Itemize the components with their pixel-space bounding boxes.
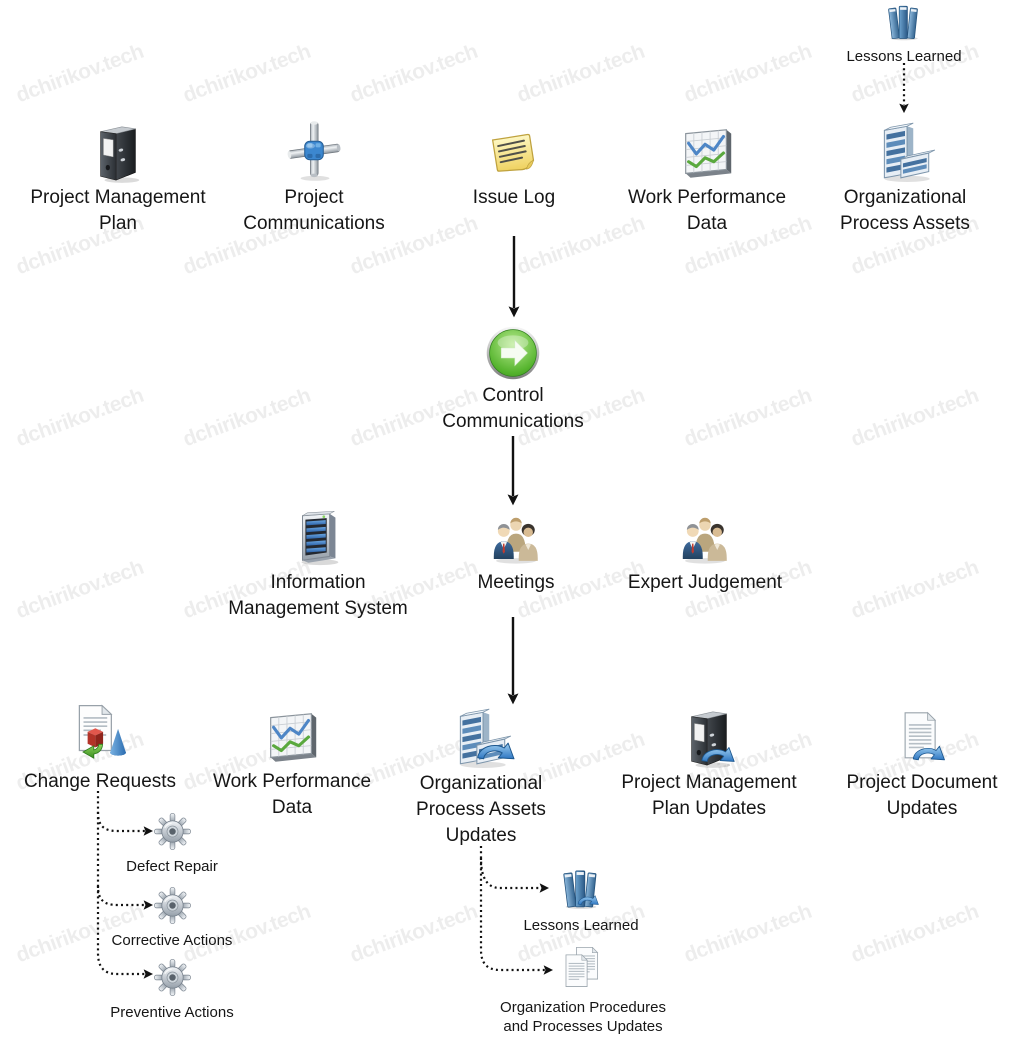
node-change-requests: Change Requests [0,701,210,795]
gear-icon [153,886,191,925]
watermark-text: dchirikov.tech [513,39,648,108]
node-label: Lessons Learned [523,917,639,934]
document-update-icon [891,709,953,769]
books-icon [888,5,919,41]
watermark-text: dchirikov.tech [847,899,982,968]
watermark-text: dchirikov.tech [346,39,481,108]
node-information-management-system: Information Management System [203,505,433,622]
node-label: Work Performance Data [212,771,372,818]
note-icon [491,133,536,175]
node-label: Information Management System [228,572,408,619]
node-label: Organization Procedures and Processes Up… [500,999,666,1035]
node-control-communications: Control Communications [413,322,613,435]
node-project-communications: Project Communications [214,117,414,237]
node-label: Defect Repair [126,858,218,875]
people-group-icon [493,517,538,564]
node-organizational-process-assets-updates: Organizational Process Assets Updates [386,704,576,849]
node-label: Project Management Plan Updates [621,772,797,819]
watermark-text: dchirikov.tech [12,39,147,108]
watermark-text: dchirikov.tech [179,383,314,452]
node-label: Project Management Plan [30,187,206,234]
node-label: Work Performance Data [627,187,787,234]
node-expert-judgement: Expert Judgement [605,509,805,596]
watermark-text: dchirikov.tech [847,383,982,452]
node-label: Issue Log [472,187,556,208]
watermark-text: dchirikov.tech [12,555,147,624]
change-request-icon [78,704,127,760]
node-issue-log: Issue Log [434,124,594,211]
chart-icon [261,706,323,768]
watermark-text: dchirikov.tech [12,383,147,452]
watermark-text: dchirikov.tech [680,39,815,108]
node-project-management-plan-updates: Project Management Plan Updates [594,705,824,822]
node-label: Project Communications [243,187,385,234]
node-label: Organizational Process Assets Updates [416,773,546,846]
node-label: Meetings [477,572,555,593]
chart-icon [676,122,738,184]
node-label: Project Document Updates [846,772,998,819]
node-label: Lessons Learned [846,48,962,65]
watermark-text: dchirikov.tech [346,899,481,968]
node-label: Change Requests [23,771,177,792]
node-work-performance-data-output: Work Performance Data [192,703,392,821]
watermark-text: dchirikov.tech [680,899,815,968]
node-preventive-actions: Preventive Actions [82,953,262,1022]
green-arrow-button-icon [486,326,540,380]
hub-icon [286,120,342,182]
node-label: Control Communications [442,385,584,432]
node-label: Corrective Actions [111,932,233,949]
node-label: Organizational Process Assets [840,187,970,234]
watermark-text: dchirikov.tech [179,39,314,108]
node-organizational-process-assets: Organizational Process Assets [810,117,1000,237]
binder-update-icon [676,707,742,769]
watermark-text: dchirikov.tech [847,555,982,624]
node-work-performance-data-input: Work Performance Data [607,120,807,237]
server-icon [301,510,339,566]
node-label: Preventive Actions [110,1004,234,1021]
node-meetings: Meetings [436,509,596,596]
building-update-icon [446,704,516,770]
node-project-document-updates: Project Document Updates [822,706,1022,822]
node-lessons-learned-bottom: Lessons Learned [491,864,671,935]
node-defect-repair: Defect Repair [92,807,252,876]
building-icon [883,122,936,183]
gear-icon [153,812,191,851]
watermark-text: dchirikov.tech [680,383,815,452]
node-organization-procedures-updates: Organization Procedures and Processes Up… [483,947,683,1036]
node-lessons-learned-top: Lessons Learned [824,0,984,66]
gear-icon [153,958,191,997]
binder-icon [100,126,140,184]
node-project-management-plan: Project Management Plan [8,119,228,237]
node-corrective-actions: Corrective Actions [82,881,262,950]
books-update-icon [555,864,607,913]
documents-icon [559,947,607,995]
node-label: Expert Judgement [627,572,783,593]
people-group-icon [682,517,727,564]
